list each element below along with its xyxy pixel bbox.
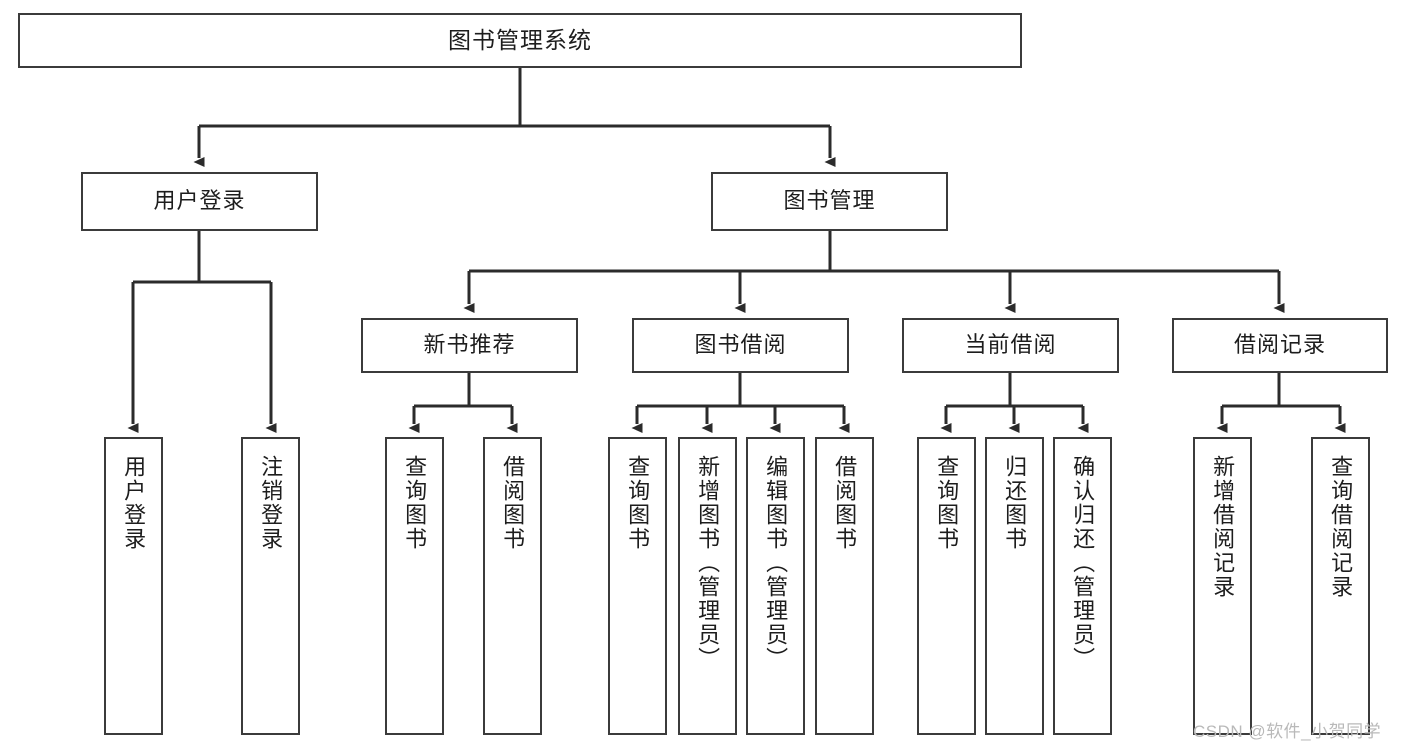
node-root-book-management-system[interactable]: 图书管理系统 xyxy=(18,13,1022,68)
leaf-label: 归还图书 xyxy=(1002,455,1028,551)
node-root-label: 图书管理系统 xyxy=(448,26,592,53)
leaf-label: 编辑图书（管理员） xyxy=(763,455,789,671)
leaf-current-query-books[interactable]: 查询图书 xyxy=(917,437,976,735)
leaf-current-return-books[interactable]: 归还图书 xyxy=(985,437,1044,735)
leaf-label: 确认归还（管理员） xyxy=(1070,455,1096,671)
leaf-label: 查询借阅记录 xyxy=(1328,455,1354,599)
node-book-borrow[interactable]: 图书借阅 xyxy=(632,318,849,373)
leaf-label: 用户登录 xyxy=(121,455,147,551)
leaf-label: 借阅图书 xyxy=(500,455,526,551)
node-current-borrow-label: 当前借阅 xyxy=(964,332,1057,358)
leaf-borrow-borrow-books[interactable]: 借阅图书 xyxy=(815,437,874,735)
csdn-watermark: CSDN @软件_小贺同学 xyxy=(1193,717,1381,742)
node-book-management[interactable]: 图书管理 xyxy=(711,172,948,231)
leaf-recommend-borrow-books[interactable]: 借阅图书 xyxy=(483,437,542,735)
node-user-login[interactable]: 用户登录 xyxy=(81,172,318,231)
leaf-label: 查询图书 xyxy=(934,455,960,551)
leaf-label: 借阅图书 xyxy=(832,455,858,551)
leaf-records-add-record[interactable]: 新增借阅记录 xyxy=(1193,437,1252,735)
leaf-borrow-edit-book-admin[interactable]: 编辑图书（管理员） xyxy=(746,437,805,735)
leaf-current-confirm-return-admin[interactable]: 确认归还（管理员） xyxy=(1053,437,1112,735)
node-new-book-recommend[interactable]: 新书推荐 xyxy=(361,318,578,373)
leaf-label: 注销登录 xyxy=(258,455,284,551)
leaf-label: 新增图书（管理员） xyxy=(695,455,721,671)
leaf-recommend-query-books[interactable]: 查询图书 xyxy=(385,437,444,735)
leaf-borrow-add-book-admin[interactable]: 新增图书（管理员） xyxy=(678,437,737,735)
leaf-label: 查询图书 xyxy=(625,455,651,551)
leaf-user-login-logout[interactable]: 注销登录 xyxy=(241,437,300,735)
node-current-borrow[interactable]: 当前借阅 xyxy=(902,318,1119,373)
leaf-label: 新增借阅记录 xyxy=(1210,455,1236,599)
leaf-borrow-query-books[interactable]: 查询图书 xyxy=(608,437,667,735)
node-new-book-recommend-label: 新书推荐 xyxy=(423,332,516,358)
leaf-label: 查询图书 xyxy=(402,455,428,551)
node-user-login-label: 用户登录 xyxy=(153,188,246,214)
leaf-records-query-record[interactable]: 查询借阅记录 xyxy=(1311,437,1370,735)
node-borrow-records[interactable]: 借阅记录 xyxy=(1172,318,1388,373)
node-book-management-label: 图书管理 xyxy=(783,188,876,214)
csdn-watermark-text: CSDN @软件_小贺同学 xyxy=(1193,722,1382,741)
leaf-user-login-login[interactable]: 用户登录 xyxy=(104,437,163,735)
node-book-borrow-label: 图书借阅 xyxy=(694,332,787,358)
node-borrow-records-label: 借阅记录 xyxy=(1233,332,1326,358)
